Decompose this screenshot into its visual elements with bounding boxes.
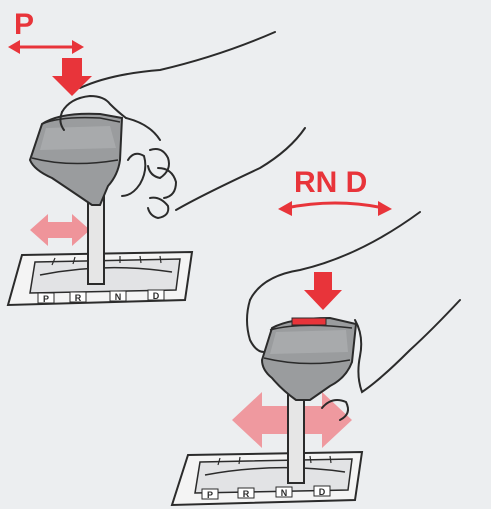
selector-positions-label: RN D	[294, 166, 367, 199]
right-gate-plate: P R N D	[172, 452, 362, 505]
park-double-arrow	[8, 40, 84, 54]
gate-letter-n: N	[115, 292, 122, 302]
left-shift-knob	[30, 114, 122, 205]
gate-letter-p: P	[43, 294, 49, 304]
left-press-down-arrow	[52, 58, 92, 96]
gate-letter-r: R	[75, 293, 82, 303]
gate-letter-d: D	[153, 291, 160, 301]
gate-letter-d: D	[319, 487, 326, 497]
right-hand	[247, 212, 460, 420]
park-label: P	[14, 8, 34, 41]
right-press-down-arrow	[304, 272, 342, 310]
left-lever-shaft	[88, 196, 104, 284]
gate-letter-r: R	[243, 489, 250, 499]
left-shifter-illustration: P R N D	[8, 8, 305, 305]
right-shifter-illustration: P R N D	[172, 166, 460, 505]
release-button	[292, 318, 326, 325]
left-pale-arrow	[30, 214, 90, 246]
right-lever-shaft	[288, 395, 304, 483]
gate-letter-n: N	[281, 488, 288, 498]
selector-double-arrow	[278, 201, 392, 216]
gate-letter-p: P	[207, 490, 213, 500]
right-shift-knob	[262, 318, 356, 400]
